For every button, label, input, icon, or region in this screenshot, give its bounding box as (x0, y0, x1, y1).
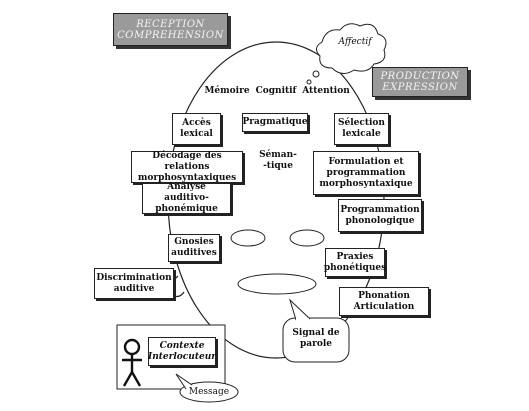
programmation-phonologique-box: Programmation phonologique (338, 199, 422, 232)
message-label: Message (188, 387, 230, 397)
signal-bubble-tail (288, 298, 311, 321)
message-bubble-tail (175, 373, 193, 390)
formulation-box: Formulation et programmation morphosynta… (313, 151, 419, 195)
selection-lexicale-box: Sélection lexicale (334, 113, 389, 145)
production-expression-banner: PRODUCTION EXPRESSION (372, 67, 468, 97)
affectif-cloud (316, 23, 387, 74)
reception-comprehension-banner: RECEPTION COMPREHENSION (113, 13, 228, 46)
right-eye (289, 229, 325, 247)
praxies-phonetiques-box: Praxies phonétiques (324, 248, 386, 277)
affectif-label: Affectif (338, 37, 372, 47)
stick-figure-icon (122, 338, 142, 387)
signal-de-parole-label: Signal de parole (292, 328, 340, 349)
gnosies-auditives-box: Gnosies auditives (168, 234, 220, 262)
decodage-box: Décodage des relations morphosyntaxiques (131, 151, 243, 183)
phonation-articulation-box: Phonation Articulation (339, 287, 429, 316)
signal-bubble-shape (282, 317, 350, 363)
ear (172, 275, 185, 298)
memoire-label: Mémoire (204, 86, 250, 96)
analyse-box: Analyse auditivo- phonémique (142, 182, 231, 214)
discrimination-auditive-box: Discrimination auditive (94, 268, 174, 299)
semantique-label: Séman- -tique (259, 150, 297, 171)
attention-label: Attention (302, 86, 350, 96)
cloud-bubble-1 (312, 70, 320, 78)
message-bubble-shape (179, 381, 239, 403)
acces-lexical-box: Accès lexical (172, 113, 221, 145)
mouth (237, 273, 317, 295)
cloud-bubble-2 (306, 79, 312, 85)
cognitif-label: Cognitif (255, 86, 297, 96)
pragmatique-box: Pragmatique (242, 113, 308, 132)
left-eye (230, 229, 266, 247)
contexte-interlocuteur-box: Contexte Interlocuteur (148, 337, 216, 366)
